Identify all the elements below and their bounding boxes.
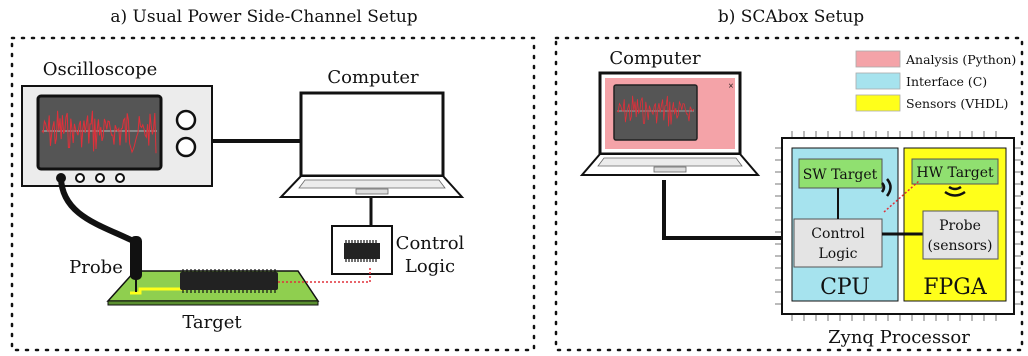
oscilloscope: [21, 85, 213, 187]
probe-sensors-box: [922, 210, 999, 260]
oscilloscope-signal: [41, 110, 157, 154]
computer-b-label: Computer: [609, 48, 701, 69]
target-chip: [180, 269, 278, 293]
computer-b: ×: [579, 71, 761, 176]
legend-label-analysis: Analysis (Python): [905, 52, 1016, 67]
probe-label: Probe: [69, 257, 123, 278]
control-logic-b-label-1: Control: [811, 226, 865, 242]
oscilloscope-knob: [175, 136, 197, 158]
panel-a-title: a) Usual Power Side-Channel Setup: [110, 7, 417, 27]
hw-target-label: HW Target: [916, 165, 994, 181]
control-logic-a: [331, 225, 393, 275]
sw-target-label: SW Target: [803, 167, 878, 183]
laptop-keyboard: [298, 179, 446, 189]
svg-text:×: ×: [728, 82, 734, 90]
control-logic-a-label-2: Logic: [405, 256, 455, 277]
laptop-touchpad: [355, 188, 389, 195]
legend-swatch-interface: [855, 72, 901, 90]
cpu-label: CPU: [820, 275, 870, 300]
legend-label-sensors: Sensors (VHDL): [906, 96, 1008, 111]
laptop-screen: [299, 91, 445, 178]
zynq-pins: [775, 131, 1021, 321]
oscilloscope-label: Oscilloscope: [43, 59, 158, 80]
control-logic-b-label-2: Logic: [818, 246, 857, 262]
computer-a: [278, 91, 465, 198]
legend-swatch-sensors: [855, 94, 901, 112]
laptop-signal: [616, 95, 695, 127]
probe-sensors-label-2: (sensors): [928, 238, 993, 254]
legend: Analysis (Python) Interface (C) Sensors …: [855, 50, 1016, 112]
target-label: Target: [182, 312, 242, 333]
computer-zynq-link: [662, 180, 794, 240]
hw-target-emission-icon: [944, 185, 966, 197]
legend-label-interface: Interface (C): [906, 74, 987, 89]
pcb-trace: [130, 287, 185, 295]
control-logic-a-label-1: Control: [396, 233, 465, 254]
control-logic-b-box: [793, 218, 883, 268]
target-control-link: [278, 268, 371, 283]
panel-b-border: [554, 36, 1024, 352]
panel-a-border: [10, 36, 536, 352]
probe-sensors-label-1: Probe: [939, 218, 981, 234]
sw-target-emission-icon: [880, 178, 892, 197]
hw-target-box: [911, 158, 999, 185]
zynq-label: Zynq Processor: [828, 327, 970, 348]
legend-swatch-analysis: [855, 50, 901, 68]
panel-b-title: b) SCAbox Setup: [718, 7, 864, 27]
oscilloscope-knob: [175, 109, 197, 131]
fpga-label: FPGA: [923, 275, 988, 300]
probe-cable: [58, 177, 133, 243]
computer-a-label: Computer: [327, 67, 419, 88]
sw-target-box: [798, 158, 883, 189]
probe: [130, 236, 142, 292]
